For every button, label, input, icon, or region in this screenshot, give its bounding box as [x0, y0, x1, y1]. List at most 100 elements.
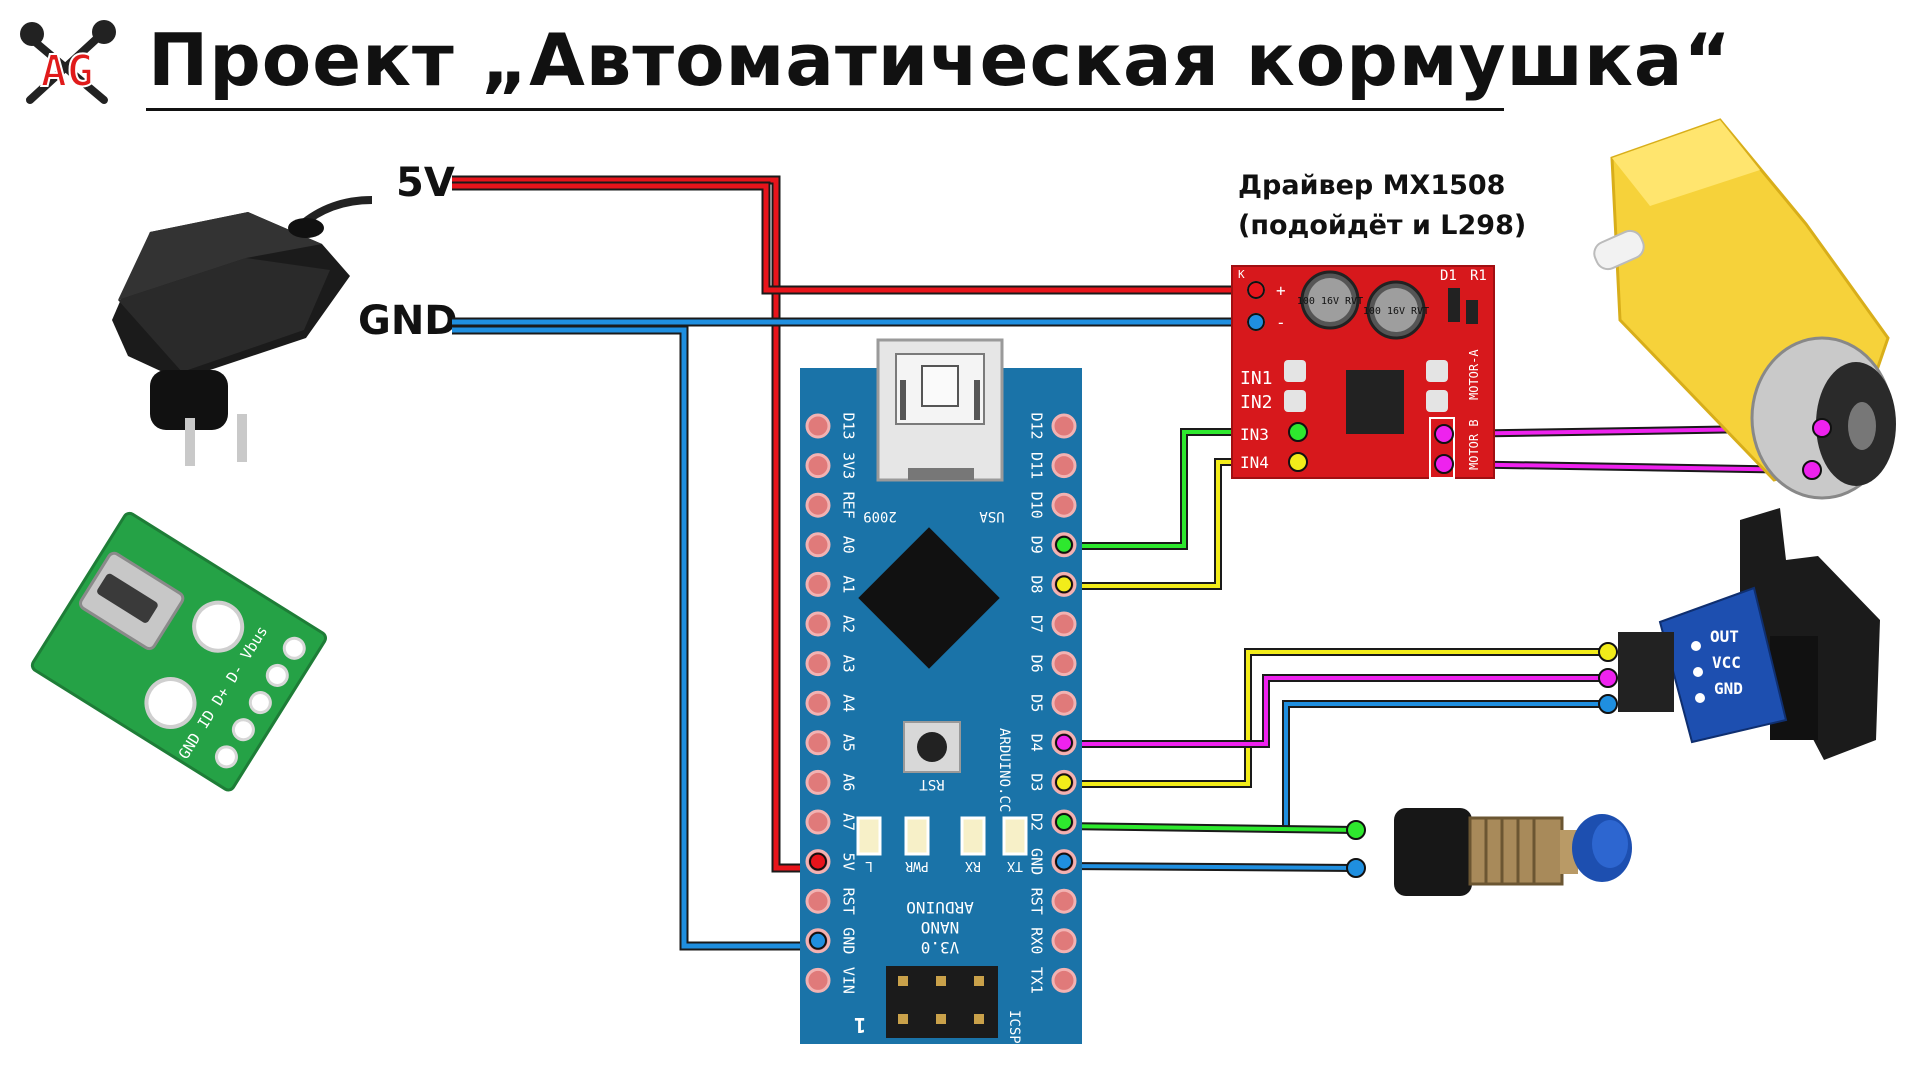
driver-cap-label-2: 100 16V RVT [1363, 306, 1429, 317]
wire-5v-nano [452, 177, 818, 871]
nano-pin-label: VIN [840, 967, 858, 994]
nano-pin-label: A7 [840, 813, 858, 831]
wire-5v-driver [452, 183, 1256, 293]
driver-motor-a: MOTOR-A [1467, 349, 1481, 400]
nano-pin-label: A2 [840, 615, 858, 633]
driver-r1-label: R1 [1470, 268, 1487, 284]
nano-pin-wire-dot [1055, 852, 1073, 871]
nano-pin-label: A4 [840, 694, 858, 712]
nano-pin-wire-dot [809, 931, 827, 950]
nano-pin-right-d6 [1051, 651, 1077, 677]
nano-pin-left-vin [805, 967, 831, 993]
micro-usb-board-icon: GND ID D+ D- Vbus [30, 511, 327, 792]
nano-pin-label: 5V [840, 853, 858, 871]
nano-pin-wire-dot [1055, 733, 1073, 752]
driver-caption-line1: Драйвер MX1508 [1238, 170, 1506, 201]
driver-pin-in2: IN2 [1240, 392, 1273, 413]
nano-pin-label: A5 [840, 734, 858, 752]
sensor-pin-gnd: GND [1714, 679, 1743, 698]
nano-pin-label: GND [1028, 848, 1046, 875]
nano-pin-wire-dot [1055, 813, 1073, 831]
nano-pin-label: D10 [1028, 492, 1046, 519]
nano-pin-left-a3 [805, 651, 831, 677]
led-label-rx: RX [965, 858, 981, 873]
driver-caption-line2: (подойдёт и L298) [1238, 210, 1527, 241]
rst-label: RST [919, 776, 945, 792]
nano-pin-right-d11 [1051, 453, 1077, 479]
icsp-header [886, 966, 998, 1038]
logo-text: AG [41, 46, 94, 97]
wire-sensor-vcc-d4 [1062, 676, 1608, 746]
nano-pin-left-a7 [805, 809, 831, 835]
nano-pin-label: D7 [1028, 615, 1046, 633]
pin1-marker: 1 [854, 1013, 866, 1037]
nano-pin-label: D3 [1028, 773, 1046, 791]
nano-pin-left-a6 [805, 769, 831, 795]
title-underline [146, 108, 1504, 111]
wire-sensor-out-d3 [1062, 650, 1608, 786]
label-gnd: GND [358, 298, 458, 344]
nano-pin-right-tx1 [1051, 967, 1077, 993]
nano-pin-right-rst [1051, 888, 1077, 914]
wire-sensor-gnd [1284, 702, 1608, 830]
led-label-pwr: PWR [905, 858, 929, 873]
board-name-line2: NANO [921, 918, 960, 937]
nano-pin-left-ref [805, 492, 831, 518]
driver-pin-minus: - [1276, 313, 1286, 332]
driver-capacitor-1 [1300, 270, 1360, 330]
nano-pin-label: A1 [840, 575, 858, 593]
nano-pin-right-d12 [1051, 413, 1077, 439]
nano-pin-label: D6 [1028, 655, 1046, 673]
driver-k-label: K [1238, 268, 1245, 281]
driver-d1-label: D1 [1440, 268, 1457, 284]
nano-pin-label: D4 [1028, 734, 1046, 752]
nano-pin-left-d13 [805, 413, 831, 439]
nano-pin-wire-dot [1055, 575, 1073, 594]
reset-button[interactable] [917, 732, 947, 762]
wire-d2-button [1061, 824, 1357, 832]
nano-pin-label: A0 [840, 536, 858, 554]
driver-motor-b: MOTOR B [1467, 419, 1481, 470]
nano-pin-label: D5 [1028, 694, 1046, 712]
nano-pin-label: REF [840, 492, 858, 519]
nano-pin-wire-dot [1055, 535, 1073, 554]
push-button-icon[interactable] [1394, 808, 1632, 896]
nano-pin-right-d10 [1051, 492, 1077, 518]
country-label: USA [979, 508, 1005, 524]
board-name-line1: ARDUINO [906, 898, 973, 917]
sensor-pin-out: OUT [1710, 627, 1739, 646]
nano-pin-left-a0 [805, 532, 831, 558]
sensor-pin-vcc: VCC [1712, 653, 1741, 672]
nano-pin-label: RST [840, 888, 858, 915]
nano-pin-wire-dot [809, 852, 827, 871]
nano-pin-right-d5 [1051, 690, 1077, 716]
driver-pin-in3: IN3 [1240, 425, 1269, 444]
nano-pin-label: 3V3 [840, 452, 858, 479]
mx1508-driver-board: + - K 100 16V RVT 100 16V RVT D1 R1 IN1 … [1231, 265, 1495, 479]
atmega-chip [858, 527, 1000, 669]
nano-pin-label: D13 [840, 412, 858, 439]
nano-pin-wire-dot [1055, 773, 1073, 792]
driver-capacitor-2 [1366, 280, 1426, 340]
nano-pin-left-a4 [805, 690, 831, 716]
nano-pin-left-a1 [805, 571, 831, 597]
nano-pin-label: RST [1028, 888, 1046, 915]
nano-pin-label: D8 [1028, 575, 1046, 593]
icsp-label: ICSP [1006, 1010, 1022, 1044]
power-adapter-icon [112, 196, 373, 466]
logo-icon: AG [20, 20, 116, 104]
nano-pin-right-d7 [1051, 611, 1077, 637]
nano-pin-label: D2 [1028, 813, 1046, 831]
led-label-tx: TX [1007, 858, 1023, 873]
nano-pin-right-rx0 [1051, 928, 1077, 954]
nano-pin-label: A6 [840, 773, 858, 791]
gear-motor-icon [1593, 118, 1896, 500]
wire-motor-2 [1443, 462, 1813, 472]
nano-pin-left-3v3 [805, 453, 831, 479]
page-title: Проект „Автоматическая кормушка“ [148, 18, 1732, 102]
optical-endstop-icon: OUT VCC GND [1618, 508, 1880, 760]
